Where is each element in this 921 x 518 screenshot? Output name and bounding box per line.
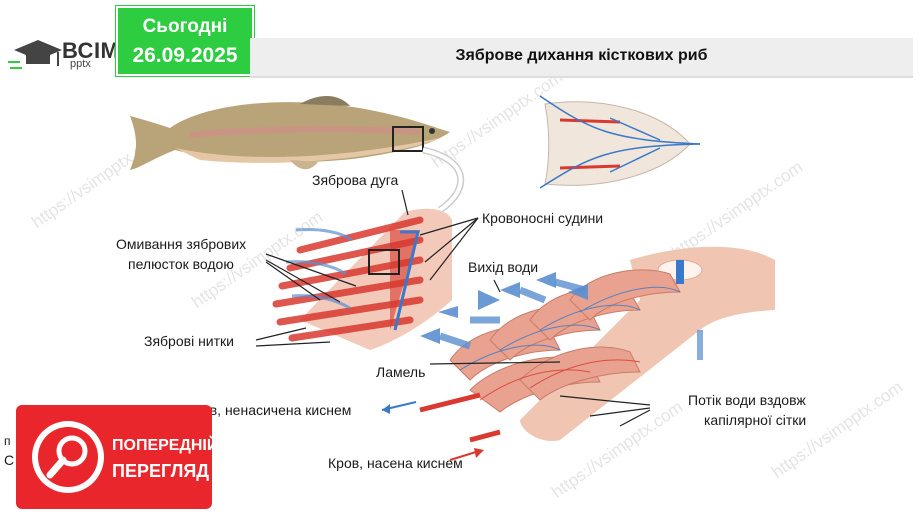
head-section-image <box>539 95 701 189</box>
label-blood-vessels: Кровоносні судини <box>482 210 604 226</box>
preview-line1: ПОПЕРЕДНІЙ <box>112 437 219 454</box>
date-label: Сьогодні <box>142 16 228 37</box>
logo-subtitle: pptx <box>70 58 91 70</box>
date-badge: Сьогодні 26.09.2025 <box>116 6 254 76</box>
side-letter: п <box>4 434 11 448</box>
label-washing-line1: Омивання зябрових <box>116 236 247 252</box>
label-water-out: Вихід води <box>468 259 539 275</box>
label-flow-line1: Потік води вздовж <box>688 392 806 408</box>
preview-badge[interactable]: ПОПЕРЕДНІЙ ПЕРЕГЛЯД <box>16 405 218 509</box>
label-washing-line2: пелюсток водою <box>128 256 234 272</box>
label-flow-line2: капілярної сітки <box>704 412 807 428</box>
title-bar: Зяброве дихання кісткових риб <box>250 38 913 78</box>
preview-line2: ПЕРЕГЛЯД <box>112 461 210 481</box>
logo-title: ВСІМ <box>62 38 120 63</box>
label-blood-saturated: Кров, насена киснем <box>328 455 463 471</box>
slide-title: Зяброве дихання кісткових риб <box>455 47 708 64</box>
date-value: 26.09.2025 <box>132 44 238 67</box>
logo <box>8 36 108 76</box>
label-lamella: Ламель <box>376 364 426 380</box>
magnifier-icon <box>32 421 104 493</box>
graduation-cap-icon <box>8 40 62 69</box>
side-letter: С <box>4 452 15 468</box>
label-gill-arch: Зяброва дуга <box>312 172 399 188</box>
trout-image <box>130 95 450 170</box>
gill-arch-image <box>272 208 452 350</box>
label-blood-unsaturated: Кров, ненасичена киснем <box>186 402 352 418</box>
label-gill-filaments: Зяброві нитки <box>144 333 234 349</box>
